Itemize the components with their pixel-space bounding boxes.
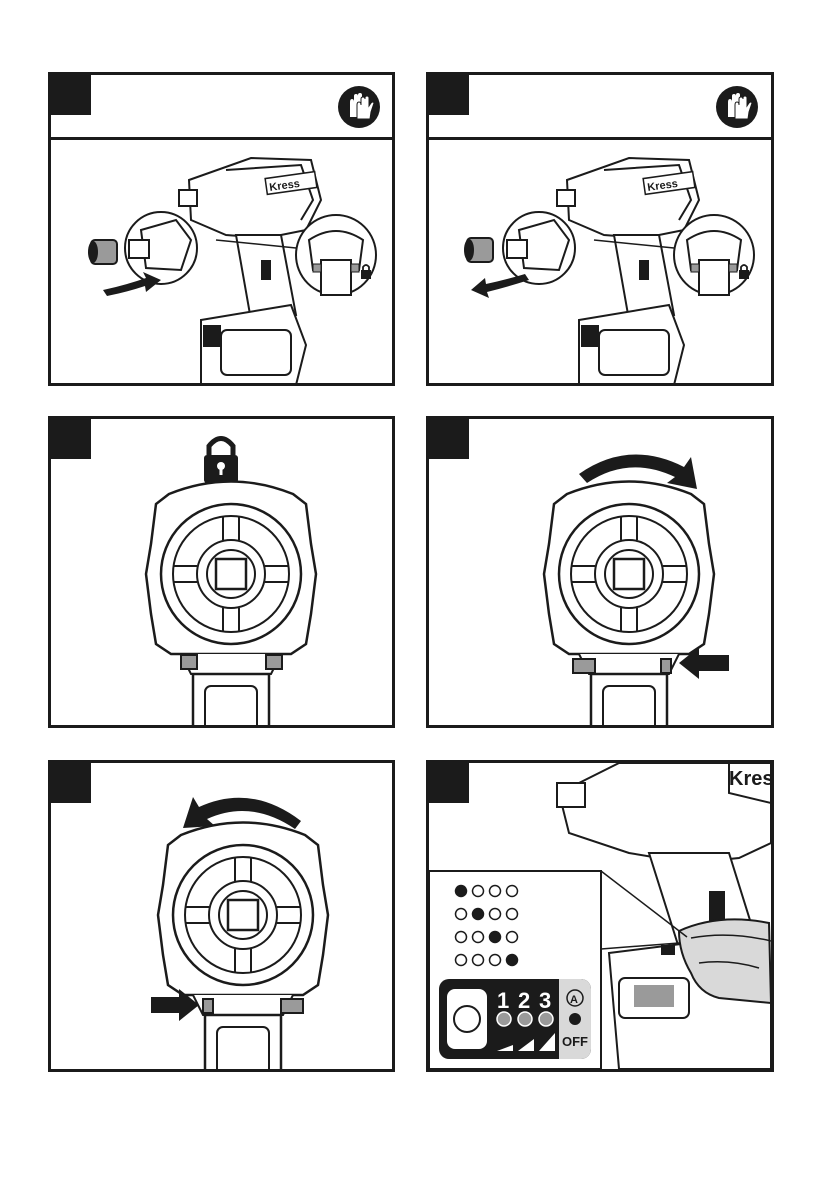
indicator-dot <box>473 909 484 920</box>
speed-label-2: 2 <box>518 988 530 1013</box>
indicator-dot <box>490 955 501 966</box>
indicator-dot <box>490 909 501 920</box>
indicator-dot <box>456 886 467 897</box>
indicator-dot <box>507 955 518 966</box>
step-panel-4 <box>426 416 774 728</box>
indicator-dot <box>490 886 501 897</box>
step-panel-3 <box>48 416 395 728</box>
head-front-view <box>51 763 392 1069</box>
head-front-view <box>51 419 392 725</box>
impact-wrench-illustration: Kress <box>51 140 392 385</box>
step-panel-5 <box>48 760 395 1072</box>
head-front-view <box>429 419 771 725</box>
indicator-dot <box>473 955 484 966</box>
indicator-dot <box>456 955 467 966</box>
indicator-dot <box>507 886 518 897</box>
indicator-dot <box>456 932 467 943</box>
indicator-dot <box>473 932 484 943</box>
speed-label-3: 3 <box>539 988 551 1013</box>
step-panel-1: Kress <box>48 72 395 386</box>
speed-label-1: 1 <box>497 988 509 1013</box>
step-number-box <box>429 75 469 115</box>
auto-label: A <box>570 994 578 1006</box>
step-panel-6: Kress 1 2 3 A OFF <box>426 760 774 1072</box>
speed-selection-illustration: Kress 1 2 3 A OFF <box>429 763 771 1069</box>
indicator-dot <box>507 932 518 943</box>
step-number-box <box>51 75 91 115</box>
gloves-required-icon <box>337 85 381 129</box>
indicator-dot <box>507 909 518 920</box>
step-panel-2: Kress <box>426 72 774 386</box>
impact-wrench-illustration: Kress <box>429 140 771 385</box>
pull-out-arrow <box>471 274 529 298</box>
lock-icon <box>204 439 238 484</box>
indicator-dot <box>456 909 467 920</box>
brand-text: Kress <box>729 768 771 790</box>
indicator-dot <box>490 932 501 943</box>
gloves-required-icon <box>715 85 759 129</box>
indicator-dot <box>473 886 484 897</box>
off-label: OFF <box>562 1034 588 1049</box>
